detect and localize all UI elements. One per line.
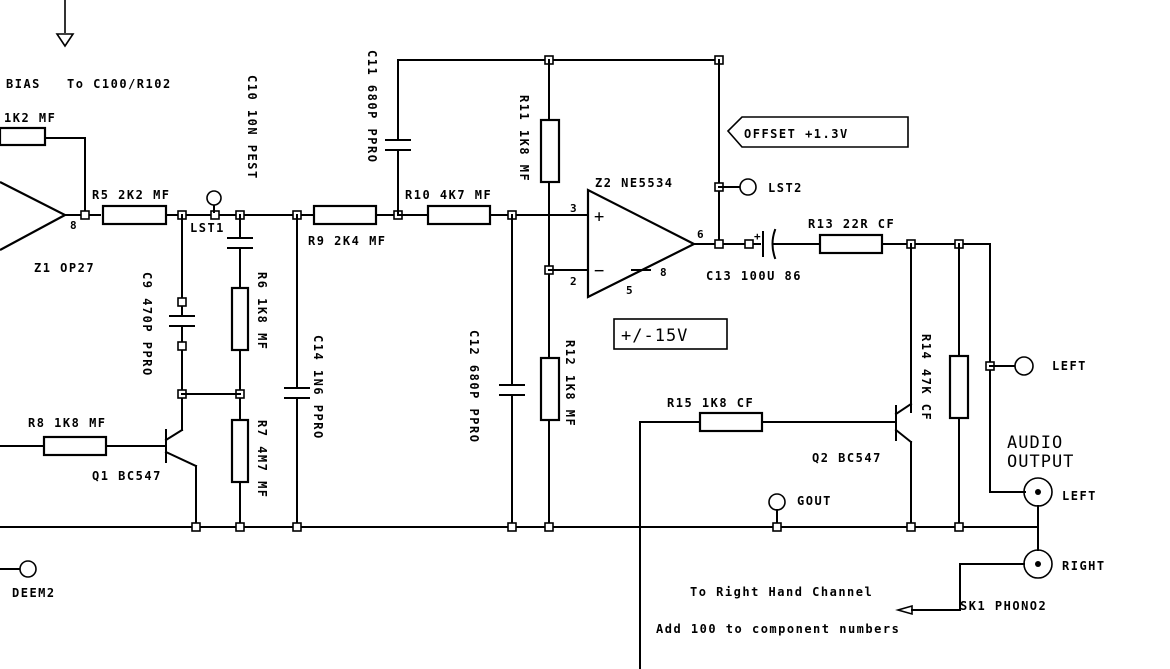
resistor-r5 [101,204,168,226]
transistor-q1 [164,428,198,528]
label-right-jack: RIGHT [1062,559,1106,573]
resistor-r13 [818,233,884,255]
label-offset: OFFSET +1.3V [744,127,849,141]
label-c11: C11 680P PPRO [365,50,379,163]
ground-symbol [55,0,75,48]
test-point-lst2 [739,178,757,196]
label-to-c100: To C100/R102 [67,77,172,91]
resistor-r9 [312,204,378,226]
label-r13: R13 22R CF [808,217,895,231]
label-z1: Z1 OP27 [34,261,95,275]
label-pin5: 5 [626,284,633,297]
label-r6: R6 1K8 MF [255,272,269,351]
label-pin3: 3 [570,202,577,215]
label-deem2: DEEM2 [12,586,56,600]
resistor-r14 [948,354,970,420]
label-left-tp: LEFT [1052,359,1087,373]
label-left-jack: LEFT [1062,489,1097,503]
opamp-z1 [0,181,68,251]
test-point-deem2 [19,560,37,578]
test-point-gout [768,493,786,511]
resistor-r7 [230,418,250,484]
label-r5: R5 2K2 MF [92,188,171,202]
test-point-lst1 [206,190,222,206]
resistor-r10 [426,204,492,226]
label-c14: C14 1N6 PPRO [311,335,325,440]
resistor-r12 [539,356,561,422]
label-r14: R14 47K CF [919,334,933,421]
label-pin8: 8 [660,266,667,279]
transistor-q2 [894,402,913,444]
label-bias: BIAS [6,77,41,91]
label-add100: Add 100 to component numbers [656,622,900,636]
label-c10: C10 10N PEST [245,75,259,180]
label-plus-input: + [594,207,605,227]
label-r10: R10 4K7 MF [405,188,492,202]
label-q1: Q1 BC547 [92,469,162,483]
label-supply: +/-15V [621,326,688,346]
label-1k2: 1K2 MF [4,111,56,125]
label-to-right-channel: To Right Hand Channel [690,585,873,599]
label-c13: C13 100U 86 [706,269,802,283]
label-audio-output-2: OUTPUT [1007,452,1074,472]
label-r8: R8 1K8 MF [28,416,107,430]
label-audio-output-1: AUDIO [1007,433,1063,453]
label-z1-pin: 8 [70,219,77,232]
resistor-r11 [539,118,561,184]
phono-jack-right [1023,549,1053,579]
label-r12: R12 1K8 MF [563,340,577,427]
label-r11: R11 1K8 MF [517,95,531,182]
label-lst1: LST1 [190,221,225,235]
label-r7: R7 4M7 MF [255,420,269,499]
label-lst2: LST2 [768,181,803,195]
label-r9: R9 2K4 MF [308,234,387,248]
offset-flag [726,116,909,148]
label-gout: GOUT [797,494,832,508]
label-sk1: SK1 PHONO2 [960,599,1047,613]
label-q2: Q2 BC547 [812,451,882,465]
phono-jack-left [1023,477,1053,507]
label-z2: Z2 NE5534 [595,176,674,190]
label-c9: C9 470P PPRO [140,272,154,377]
resistor-1k2 [0,126,47,147]
resistor-r15 [698,411,764,433]
test-point-left [1014,356,1034,376]
label-pin2: 2 [570,275,577,288]
label-c12: C12 680P PPRO [467,330,481,443]
label-c13-plus: + [754,230,761,243]
resistor-r6 [230,286,250,352]
supply-box [613,318,728,350]
label-r15: R15 1K8 CF [667,396,754,410]
resistor-r8 [42,435,108,457]
label-minus-input: − [594,261,605,281]
label-pin6: 6 [697,228,704,241]
